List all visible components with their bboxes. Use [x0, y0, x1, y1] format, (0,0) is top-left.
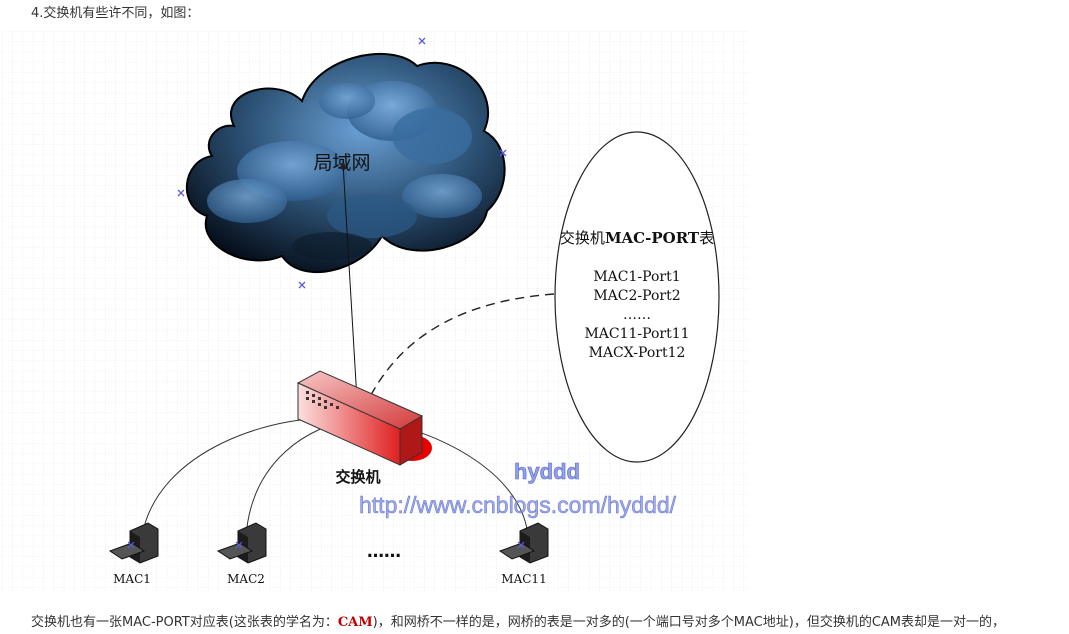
watermark-name: hyddd	[514, 459, 580, 484]
mac-port-row: MACX-Port12	[589, 345, 686, 361]
cam-description-before: 交换机也有一张MAC-PORT对应表(这张表的学名为：	[31, 615, 338, 630]
uplink-line	[339, 161, 359, 418]
switch-diagram: 局域网 交换机MAC-PORT表 MAC1-Port1 MAC2-Port2 ……	[2, 31, 748, 591]
computer-label-mac11: MAC11	[501, 572, 546, 586]
computer-mac1	[108, 522, 159, 564]
mac-port-row: MAC2-Port2	[593, 288, 680, 304]
mac-port-rows: MAC1-Port1 MAC2-Port2 …… MAC11-Port11 MA…	[584, 269, 689, 361]
switch-label: 交换机	[335, 468, 380, 486]
computer-label-mac1: MAC1	[113, 572, 151, 586]
mac-port-row: MAC1-Port1	[593, 269, 680, 285]
computer-mac2	[216, 522, 267, 564]
cloud-label: 局域网	[313, 152, 370, 174]
cam-description: 交换机也有一张MAC-PORT对应表(这张表的学名为：CAM)，和网桥不一样的是…	[31, 611, 1005, 630]
cam-description-after: )，和网桥不一样的是，网桥的表是一对多的(一个端口号对多个MAC地址)，但交换机…	[372, 615, 1006, 630]
mac-port-row: ……	[623, 307, 651, 323]
mac-port-table-ellipse	[554, 131, 720, 463]
switch-device	[296, 370, 432, 466]
computer-mac11	[498, 522, 549, 564]
mac-port-row: MAC11-Port11	[584, 326, 689, 342]
computer-label-mac2: MAC2	[227, 572, 265, 586]
computers-ellipsis: ……	[367, 542, 401, 562]
section-heading: 4.交换机有些许不同，如图：	[31, 6, 200, 21]
watermark-url: http://www.cnblogs.com/hyddd/	[359, 492, 677, 518]
table-link-dashed	[362, 293, 555, 412]
selection-handles	[177, 37, 507, 289]
mac-port-table-title: 交换机MAC-PORT表	[560, 229, 714, 247]
cam-term: CAM	[337, 615, 373, 630]
